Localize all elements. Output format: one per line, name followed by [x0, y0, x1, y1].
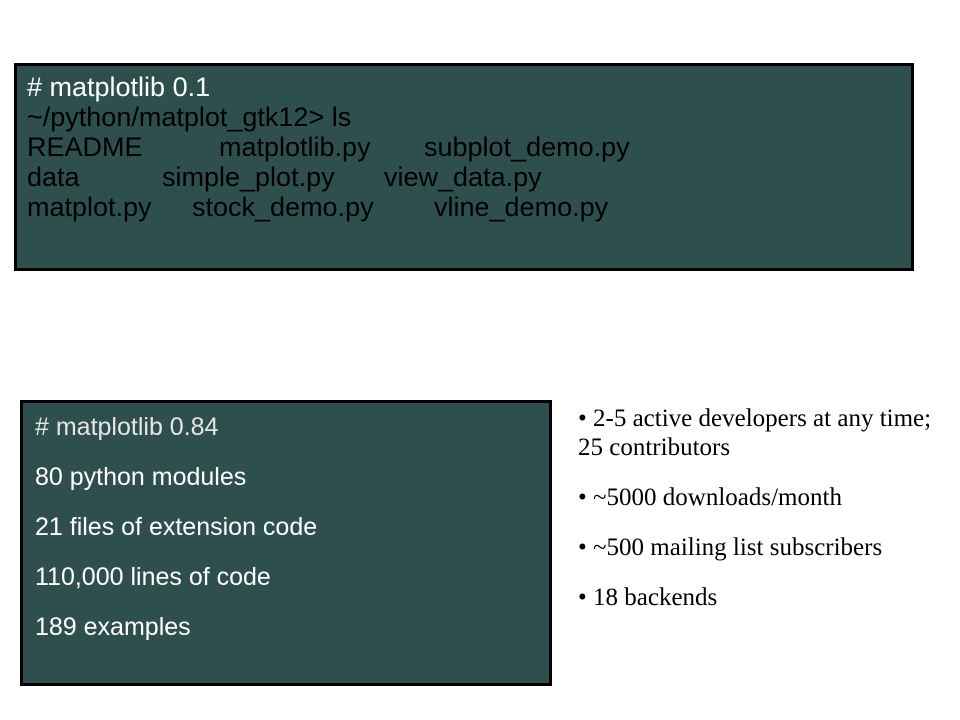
bullet-glyph: •	[578, 584, 587, 611]
bullet-glyph: •	[578, 405, 587, 432]
listing-file: simple_plot.py	[162, 162, 335, 192]
listing-file: vline_demo.py	[434, 192, 609, 222]
bullet-item: • ~5000 downloads/month	[578, 483, 948, 512]
stat-line: 110,000 lines of code	[35, 563, 271, 591]
listing-row: data simple_plot.py view_data.py	[27, 162, 911, 192]
bullet-glyph: •	[578, 484, 587, 511]
bullet-text: 18 backends	[593, 584, 718, 611]
bullet-list: • 2-5 active developers at any time; 25 …	[578, 404, 948, 633]
stat-line: 80 python modules	[35, 463, 247, 491]
terminal-header-0-84: # matplotlib 0.84	[35, 413, 219, 441]
terminal-command: ~/python/matplot_gtk12> ls	[27, 102, 352, 132]
listing-row: matplot.py stock_demo.py vline_demo.py	[27, 192, 911, 222]
terminal-box-matplotlib-0-84: # matplotlib 0.84 80 python modules 21 f…	[20, 400, 552, 686]
stat-line: 189 examples	[35, 613, 191, 641]
bullet-glyph: •	[578, 534, 587, 561]
terminal-header-0-1: # matplotlib 0.1	[27, 72, 211, 102]
bullet-text: 2-5 active developers at any time; 25 co…	[578, 405, 932, 461]
bullet-item: • 2-5 active developers at any time; 25 …	[578, 404, 948, 462]
stat-line: 21 files of extension code	[35, 513, 318, 541]
listing-file: matplot.py	[27, 192, 152, 222]
terminal-box-matplotlib-0-1: # matplotlib 0.1 ~/python/matplot_gtk12>…	[14, 63, 914, 271]
listing-file: stock_demo.py	[192, 192, 374, 222]
listing-file: data	[27, 162, 80, 192]
listing-file: subplot_demo.py	[424, 132, 630, 162]
bullet-item: • ~500 mailing list subscribers	[578, 533, 948, 562]
listing-file: README	[27, 132, 143, 162]
bullet-text: ~5000 downloads/month	[593, 484, 842, 511]
bullet-item: • 18 backends	[578, 583, 948, 612]
bullet-text: ~500 mailing list subscribers	[593, 534, 883, 561]
listing-file: view_data.py	[384, 162, 542, 192]
listing-row: README matplotlib.py subplot_demo.py	[27, 132, 911, 162]
listing-file: matplotlib.py	[219, 132, 371, 162]
